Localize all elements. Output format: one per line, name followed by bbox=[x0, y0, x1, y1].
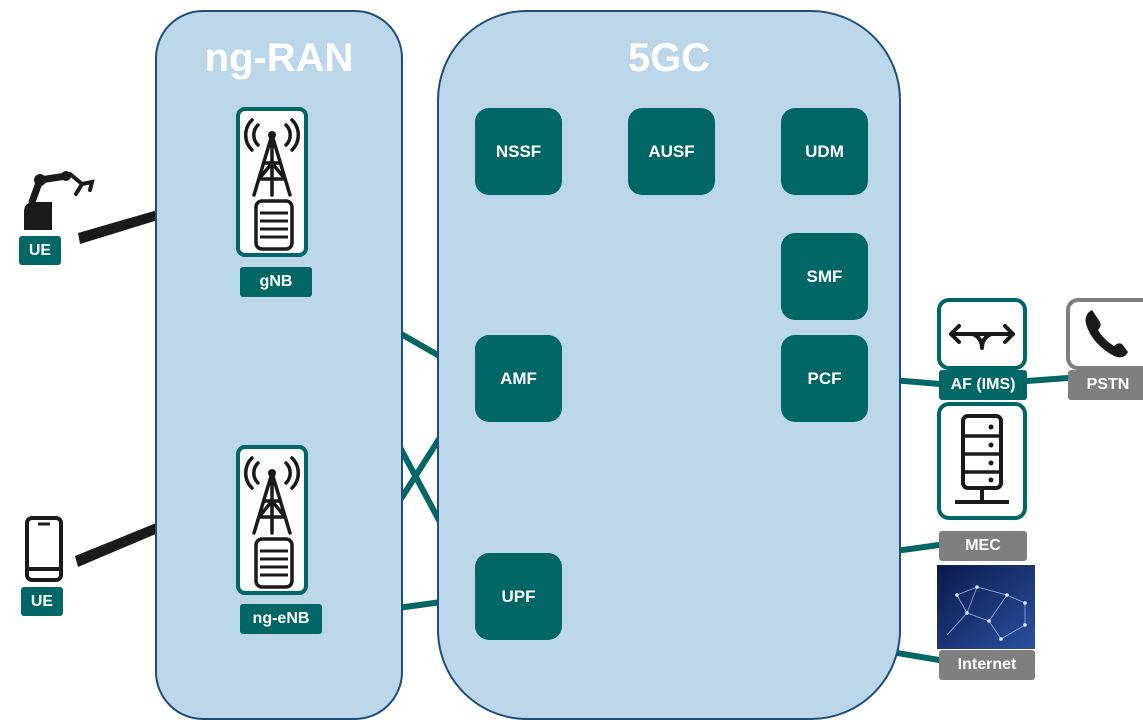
af-label: AF (IMS) bbox=[939, 370, 1027, 400]
pstn-label: PSTN bbox=[1068, 370, 1143, 400]
ue-robot-label: UE bbox=[19, 236, 61, 265]
af-icon-box[interactable] bbox=[937, 298, 1027, 370]
server-icon bbox=[955, 414, 1009, 504]
phone-handset-icon bbox=[1085, 310, 1128, 358]
pcf-node[interactable]: PCF bbox=[781, 335, 868, 422]
gnb-label: gNB bbox=[240, 267, 312, 297]
ue-phone-label: UE bbox=[21, 587, 63, 616]
mec-icon-box[interactable] bbox=[937, 402, 1027, 520]
ngenb-station[interactable] bbox=[236, 445, 308, 595]
pstn-icon-box[interactable] bbox=[1066, 298, 1143, 370]
ngenb-label: ng-eNB bbox=[240, 604, 322, 634]
ausf-node[interactable]: AUSF bbox=[628, 108, 715, 195]
server-icon bbox=[254, 199, 294, 251]
router-icon bbox=[949, 324, 1015, 350]
network-mesh-icon bbox=[937, 565, 1035, 649]
udm-node[interactable]: UDM bbox=[781, 108, 868, 195]
nssf-node[interactable]: NSSF bbox=[475, 108, 562, 195]
upf-node[interactable]: UPF bbox=[475, 553, 562, 640]
cell-tower-icon bbox=[244, 118, 300, 197]
5gc-title: 5GC bbox=[627, 36, 711, 80]
gnb-station[interactable] bbox=[236, 107, 308, 257]
server-icon bbox=[254, 537, 294, 589]
robot-arm-icon bbox=[24, 171, 95, 230]
internet-label: Internet bbox=[939, 650, 1035, 680]
link-af-pstn bbox=[1024, 375, 1071, 384]
ng-ran-title: ng-RAN bbox=[204, 36, 354, 80]
amf-node[interactable]: AMF bbox=[475, 335, 562, 422]
mec-label: MEC bbox=[939, 531, 1027, 561]
smf-node[interactable]: SMF bbox=[781, 233, 868, 320]
smartphone-icon bbox=[25, 516, 63, 582]
cell-tower-icon bbox=[244, 456, 300, 535]
